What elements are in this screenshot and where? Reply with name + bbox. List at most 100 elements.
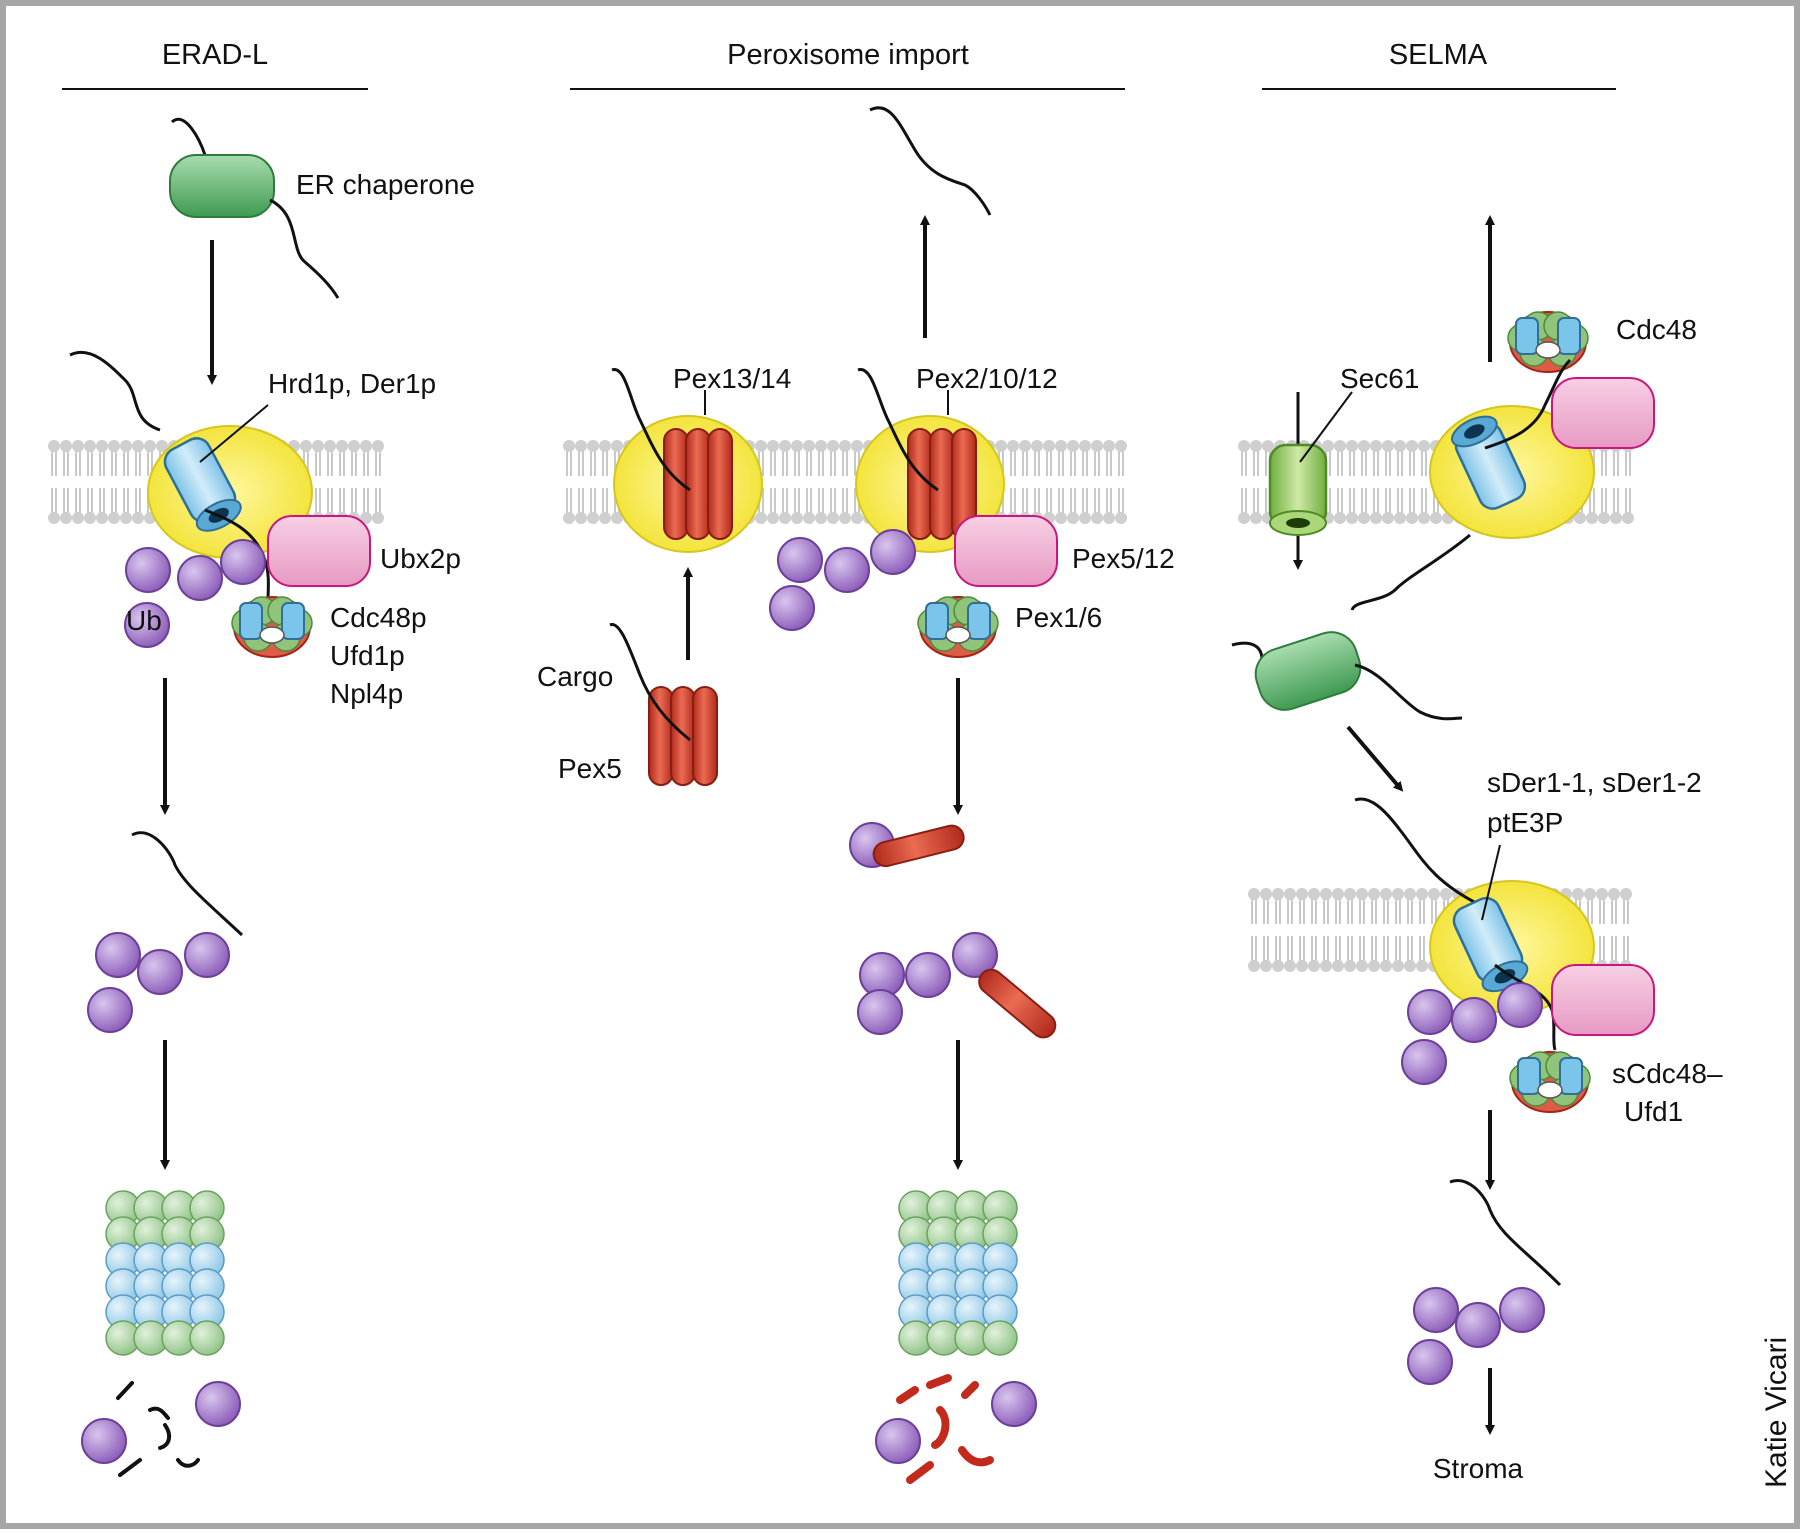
label-ufd1: Ufd1 (1624, 1096, 1683, 1127)
label-ufd1p: Ufd1p (330, 640, 405, 671)
ubiquitin-bead (870, 529, 916, 575)
lipid-head (1404, 888, 1416, 900)
peptide-fragment (118, 1458, 142, 1477)
title-selma: SELMA (1389, 39, 1488, 71)
lipid-head (336, 440, 348, 452)
lipid-head (1091, 512, 1103, 524)
ubiquitin-bead (952, 932, 998, 978)
lipid-head (1406, 440, 1418, 452)
artist-credit: Katie Vicari (1760, 1337, 1793, 1488)
ubiquitin-bead (1455, 1302, 1501, 1348)
selma-substrate-lower-top (1354, 797, 1481, 907)
lipid-head (84, 440, 96, 452)
hexamer-pore (259, 626, 285, 644)
lipid-head (1260, 960, 1272, 972)
lipid-head (1031, 440, 1043, 452)
proteasome-alpha-subunit (189, 1320, 225, 1356)
title-perox: Peroxisome import (727, 39, 969, 71)
pex13-14-channel (663, 428, 733, 540)
lipid-head (1238, 512, 1250, 524)
lipid-head (1272, 888, 1284, 900)
ubiquitin-bead (220, 539, 266, 585)
perox-pex5-release (849, 822, 1057, 1039)
hexamer-cofactor (925, 602, 949, 640)
label-sder: sDer1-1, sDer1-2 (1487, 767, 1702, 798)
lipid-head (60, 440, 72, 452)
lipid-head (1284, 888, 1296, 900)
erad-chaperone (169, 154, 275, 218)
selma-released-ubiquitin (1407, 1287, 1545, 1385)
lipid-head (1115, 512, 1127, 524)
lipid-head (1308, 960, 1320, 972)
lipid-head (108, 440, 120, 452)
erad-substrate-chain (170, 117, 207, 156)
pex-subunit (692, 686, 718, 786)
selma-column: Cdc48 Sec61 sDer1-1, sDer1-2 ptE3P (1231, 215, 1723, 1484)
selma-ubiquitin-chain (1401, 982, 1543, 1085)
lipid-head (1103, 440, 1115, 452)
erad-proteasome (105, 1190, 225, 1356)
lipid-head (72, 512, 84, 524)
lipid-head (1382, 440, 1394, 452)
lipid-head (827, 440, 839, 452)
selma-channel-top-hole (1464, 424, 1485, 439)
selma-cdc48-top (1507, 311, 1589, 373)
lipid-head (815, 440, 827, 452)
lipid-head (995, 440, 1007, 452)
lipid-head (324, 440, 336, 452)
pex-subunit (929, 428, 955, 540)
perox-column: Pex13/14 Cargo Pex5 Pex2/10/12 Pex5/12 P… (537, 106, 1175, 1484)
lipid-head (1440, 888, 1452, 900)
lipid-head (72, 440, 84, 452)
pex5-fragment (978, 968, 1057, 1039)
peptide-fragment (158, 1423, 172, 1450)
hexamer-cofactor (239, 602, 263, 640)
pex1-6-hexamer (917, 596, 999, 658)
peptide-fragment (116, 1381, 134, 1400)
lipid-head (1346, 512, 1358, 524)
label-pte3p: ptE3P (1487, 807, 1563, 838)
lipid-head (1115, 440, 1127, 452)
lipid-head (779, 440, 791, 452)
lipid-head (1272, 960, 1284, 972)
lipid-head (1260, 888, 1272, 900)
label-er-chaperone: ER chaperone (296, 169, 475, 200)
ubiquitin-bead (184, 932, 230, 978)
lipid-head (1596, 888, 1608, 900)
lipid-head (1430, 512, 1442, 524)
ubiquitin-bead (1407, 989, 1453, 1035)
lipid-head (1380, 888, 1392, 900)
lipid-head (839, 440, 851, 452)
label-cdc48p: Cdc48p (330, 602, 427, 633)
lipid-head (1262, 440, 1274, 452)
lipid-head (755, 512, 767, 524)
label-pex5: Pex5 (558, 753, 622, 784)
hexamer-cofactor (1557, 317, 1581, 355)
lipid-head (851, 440, 863, 452)
lipid-head (1382, 512, 1394, 524)
hexamer-cofactor (281, 602, 305, 640)
lipid-head (839, 512, 851, 524)
ubiquitin-bead (875, 1418, 921, 1464)
lipid-head (1332, 888, 1344, 900)
ubiquitin-bead (1401, 1039, 1447, 1085)
ubiquitin-bead (124, 602, 170, 648)
selma-pink-bottom (1551, 964, 1655, 1036)
pex-subunit (707, 428, 733, 540)
lipid-head (300, 440, 312, 452)
lipid-head (372, 440, 384, 452)
lipid-head (132, 512, 144, 524)
pex2-10-12-channel (907, 428, 977, 540)
lipid-head (1584, 888, 1596, 900)
lipid-head (791, 512, 803, 524)
pex5-receptor (648, 686, 718, 786)
ubiquitin-bead (177, 555, 223, 601)
ubiquitin-bead (857, 989, 903, 1035)
lipid-head (1392, 960, 1404, 972)
ubiquitin-bead (125, 547, 171, 593)
lipid-head (1079, 512, 1091, 524)
lipid-head (1067, 512, 1079, 524)
label-cdc48: Cdc48 (1616, 314, 1697, 345)
lipid-head (1344, 960, 1356, 972)
